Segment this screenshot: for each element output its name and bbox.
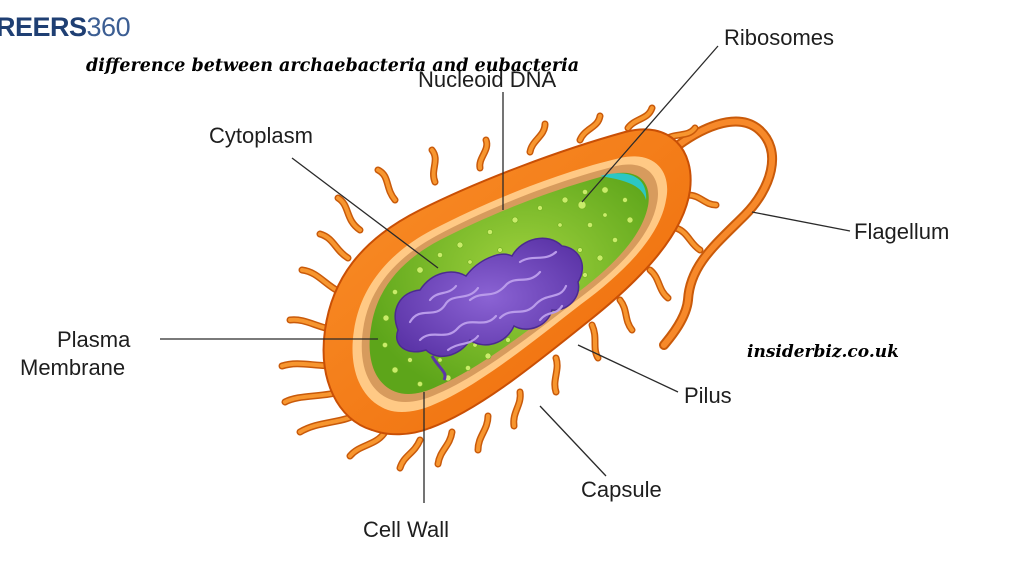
nucleoid-dna-shape [394, 237, 583, 358]
label-cell-wall: Cell Wall [363, 517, 449, 542]
membrane-accent [600, 173, 647, 200]
flagellum-highlight [661, 118, 776, 348]
label-pilus: Pilus [684, 383, 732, 408]
dna-tail [430, 355, 447, 381]
nucleoid-dna-strands [408, 250, 568, 352]
brand-logo: REERS360 [0, 12, 131, 43]
leader-line-flagellum [751, 211, 851, 232]
label-ribosomes: Ribosomes [724, 25, 835, 50]
brand-logo-part1: REERS [0, 12, 87, 42]
leader-lines [160, 45, 851, 503]
leader-line-capsule [539, 405, 607, 477]
leader-line-ribosomes [581, 45, 719, 203]
label-plasma-membrane-line1: Plasma [57, 327, 131, 352]
label-nucleoid-dna: Nucleoid DNA [418, 67, 557, 92]
label-cytoplasm: Cytoplasm [209, 123, 313, 148]
ribosome-dots [382, 186, 634, 387]
leader-line-cytoplasm [291, 157, 439, 269]
watermark-text: insiderbiz.co.uk [747, 342, 899, 362]
label-plasma-membrane-line2: Membrane [20, 355, 126, 380]
label-capsule: Capsule [581, 477, 662, 502]
brand-logo-part2: 360 [86, 12, 131, 42]
leader-line-pilus [577, 344, 679, 393]
caption-text: difference between archaebacteria and eu… [86, 56, 580, 76]
label-flagellum: Flagellum [854, 219, 950, 244]
